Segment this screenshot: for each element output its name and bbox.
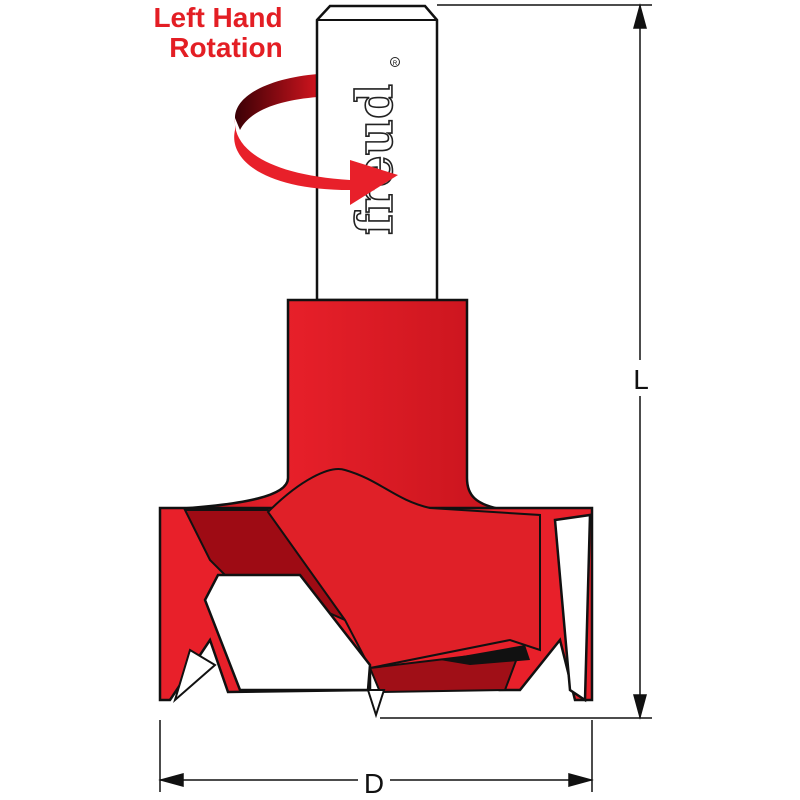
curved-arrow-icon [235, 74, 318, 130]
length-label: L [633, 364, 649, 395]
rotation-title-line1: Left Hand [153, 2, 282, 33]
registered-mark-text: R [393, 61, 398, 67]
diameter-label: D [364, 768, 384, 799]
cutter-head [158, 468, 594, 719]
registered-mark [390, 57, 400, 67]
logo-text: freud [345, 84, 404, 235]
freud-logo: freud [344, 83, 405, 236]
rotation-title-line2: Rotation [169, 32, 283, 63]
curved-arrow-front [234, 118, 398, 205]
